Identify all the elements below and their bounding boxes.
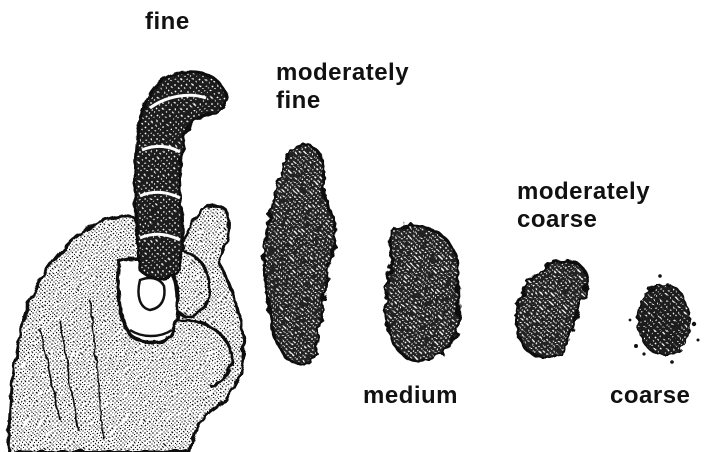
label-medium: medium xyxy=(363,382,458,410)
soil-sample-coarse xyxy=(629,274,700,364)
label-moderately-coarse-line2: coarse xyxy=(517,206,650,234)
soil-sample-medium xyxy=(386,226,459,361)
label-moderately-coarse-line1: moderately xyxy=(517,178,650,206)
label-moderately-coarse: moderately coarse xyxy=(517,178,650,234)
label-moderately-fine: moderately fine xyxy=(276,59,409,115)
label-moderately-fine-line1: moderately xyxy=(276,59,409,87)
label-coarse: coarse xyxy=(610,382,690,410)
soil-sample-moderately-coarse xyxy=(517,261,587,357)
soil-sample-moderately-fine xyxy=(264,145,335,364)
label-fine: fine xyxy=(145,8,190,36)
label-moderately-fine-line2: fine xyxy=(276,87,409,115)
hand-icon xyxy=(8,205,244,452)
